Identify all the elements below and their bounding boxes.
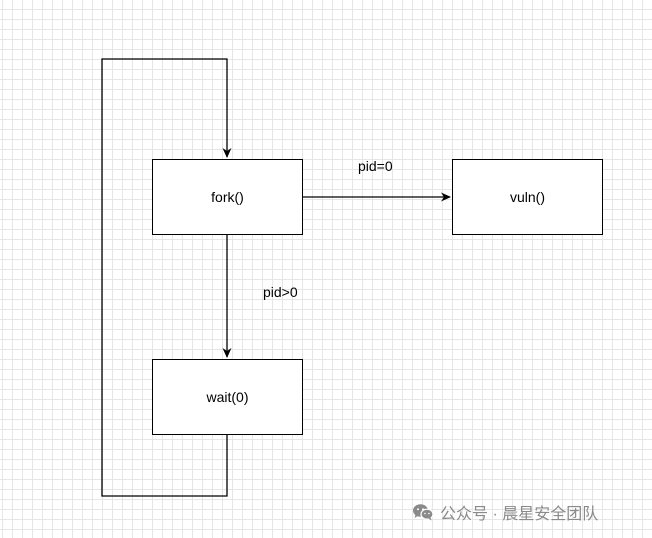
- fork-node-label: fork(): [211, 189, 244, 205]
- vuln-node-label: vuln(): [509, 189, 545, 205]
- edge-label-pid-greater-zero: pid>0: [263, 284, 298, 300]
- watermark-text: 公众号 · 晨星安全团队: [440, 506, 599, 523]
- edge-label-pid-equals-zero: pid=0: [358, 158, 393, 174]
- wait-node[interactable]: wait(0): [152, 359, 303, 435]
- vuln-node[interactable]: vuln(): [452, 159, 603, 235]
- wechat-icon: [412, 503, 434, 521]
- fork-node[interactable]: fork(): [152, 159, 303, 235]
- loop-back-connector: [101, 58, 232, 497]
- watermark: 公众号 · 晨星安全团队: [412, 500, 598, 524]
- wait-node-label: wait(0): [206, 389, 249, 405]
